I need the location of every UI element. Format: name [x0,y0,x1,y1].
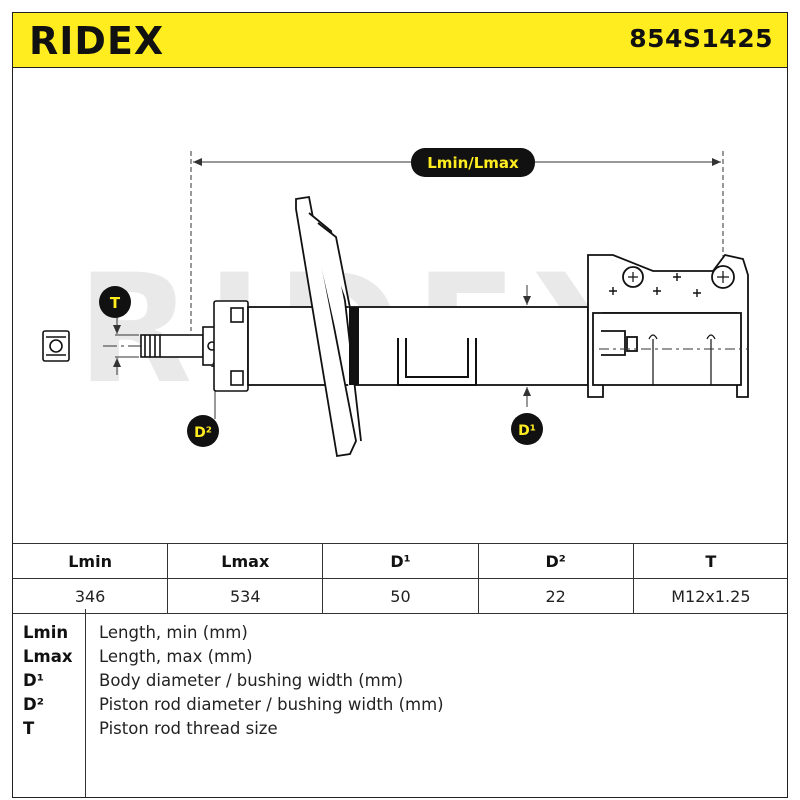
svg-text:RIDEX: RIDEX [29,20,164,60]
specs-header-row: Lmin Lmax D¹ D² T [13,543,787,579]
thread-callout: T [99,286,131,318]
legend-row-d2: D² Piston rod diameter / bushing width (… [13,695,787,719]
value-d2: 22 [477,578,634,614]
legend-desc: Length, max (mm) [99,647,253,666]
header-lmax: Lmax [167,543,324,579]
legend-desc: Piston rod diameter / bushing width (mm) [99,695,444,714]
legend-divider [85,609,86,797]
top-cap [213,300,249,392]
thread-dimension [113,317,139,375]
value-lmin: 346 [13,578,169,614]
specs-value-row: 346 534 50 22 M12x1.25 [13,578,787,614]
nut [42,330,70,362]
body-diameter-callout: D¹ [511,413,543,445]
specs-table: Lmin Lmax D¹ D² T 346 534 50 22 M12x1.25 [13,543,787,614]
rod-diameter-callout: D² [187,415,219,447]
legend-key: D¹ [23,671,44,690]
legend-row-d1: D¹ Body diameter / bushing width (mm) [13,671,787,695]
shock-absorber-drawing: RIDEX Lmin/Lmax [42,148,749,458]
body-tube [247,306,589,386]
body-band [349,307,359,385]
datasheet: RIDEX 854S1425 RIDEX Lmin/Lmax [12,12,788,798]
knuckle-bracket [587,253,749,398]
legend-desc: Length, min (mm) [99,623,248,642]
legend-row-t: T Piston rod thread size [13,719,787,743]
legend-key: Lmin [23,623,69,642]
legend-key: T [23,719,35,738]
header-t: T [632,543,787,579]
legend-desc: Piston rod thread size [99,719,278,738]
header-d2: D² [477,543,634,579]
svg-text:D²: D² [194,425,212,441]
legend-row-lmax: Lmax Length, max (mm) [13,647,787,671]
legend-key: D² [23,695,44,714]
legend-desc: Body diameter / bushing width (mm) [99,671,404,690]
legend-key: Lmax [23,647,73,666]
spring-seat [295,195,362,458]
svg-text:Lmin/Lmax: Lmin/Lmax [427,154,519,172]
header-d1: D¹ [322,543,479,579]
svg-text:T: T [110,294,121,312]
legend: Lmin Length, min (mm) Lmax Length, max (… [13,609,787,797]
svg-text:D¹: D¹ [518,423,536,439]
ridex-logo: RIDEX [29,20,164,60]
bracket-cross-markers [609,273,701,297]
header-lmin: Lmin [13,543,169,579]
bracket-clip [397,338,477,386]
legend-row-lmin: Lmin Length, min (mm) [13,623,787,647]
value-t: M12x1.25 [632,578,787,614]
length-callout: Lmin/Lmax [411,148,535,177]
header-bar: RIDEX 854S1425 [13,13,787,68]
value-d1: 50 [322,578,479,614]
part-number: 854S1425 [629,24,773,53]
value-lmax: 534 [167,578,324,614]
